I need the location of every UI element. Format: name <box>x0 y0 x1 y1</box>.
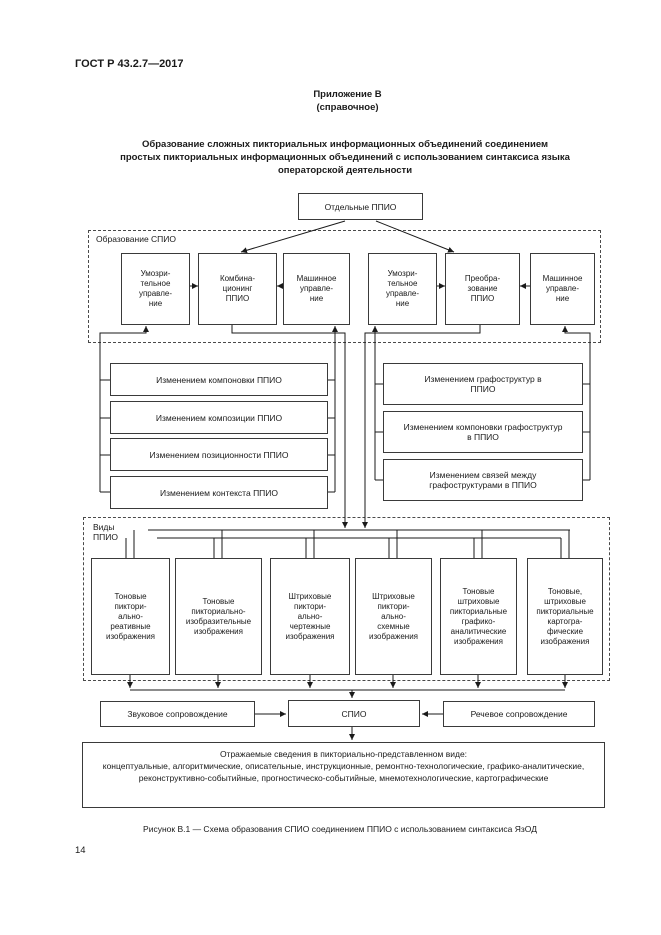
box-method-graphostructure-layout: Изменением компоновки графоструктур в ПП… <box>383 411 583 453</box>
displayed-information-heading: Отражаемые сведения в пикториально-предс… <box>219 749 468 759</box>
wire-transformation-to-types <box>362 325 481 528</box>
wire-group <box>99 220 591 740</box>
formation-group-label: Образование СПИО <box>94 234 179 244</box>
arrow-source-to-combining <box>240 220 346 254</box>
box-type-cartographic: Тоновые, штриховые пикториальные картогр… <box>527 558 603 675</box>
box-sound-accompaniment: Звуковое сопровождение <box>100 701 255 727</box>
box-type-line-drafting: Штриховые пиктори- ально- чертежные изоб… <box>270 558 350 675</box>
box-type-graph-analytic: Тоновые штриховые пикториальные графико-… <box>440 558 517 675</box>
box-transformation-ppio: Преобра- зование ППИО <box>445 253 520 325</box>
box-combining-ppio: Комбина- ционинг ППИО <box>198 253 277 325</box>
box-type-tonal-creative: Тоновые пиктори- ально- реативные изобра… <box>91 558 170 675</box>
box-method-context-ppio: Изменением контекста ППИО <box>110 476 328 509</box>
figure-caption: Рисунок В.1 — Схема образования СПИО сое… <box>143 824 537 834</box>
appendix-type: (справочное) <box>316 102 379 113</box>
displayed-information-items: концептуальные, алгоритмические, описате… <box>102 761 585 783</box>
page-number: 14 <box>75 845 86 856</box>
box-speculative-control-2: Умозри- тельное управле- ние <box>368 253 437 325</box>
types-group-frame <box>83 517 610 681</box>
standard-code: ГОСТ Р 43.2.7—2017 <box>75 58 184 70</box>
appendix-heading: Приложение В (справочное) <box>75 88 620 114</box>
box-spio: СПИО <box>288 700 420 727</box>
box-method-graphostructures: Изменением графоструктур в ППИО <box>383 363 583 405</box>
figure-title: Образование сложных пикториальных информ… <box>120 139 570 176</box>
box-machine-control-2: Машинное управле- ние <box>530 253 595 325</box>
box-displayed-information: Отражаемые сведения в пикториально-предс… <box>82 742 605 808</box>
box-method-composition-ppio: Изменением композиции ППИО <box>110 401 328 434</box>
box-type-line-schematic: Штриховые пиктори- ально- схемные изобра… <box>355 558 432 675</box>
box-type-tonal-pictorial: Тоновые пикториально- изобразительные из… <box>175 558 262 675</box>
arrow-source-to-transformation <box>375 220 455 253</box>
wire-combining-to-types <box>231 325 348 528</box>
box-method-layout-ppio: Изменением компоновки ППИО <box>110 363 328 396</box>
box-method-position-ppio: Изменением позиционности ППИО <box>110 438 328 471</box>
types-group-label: Виды ППИО <box>91 522 120 542</box>
box-speech-accompaniment: Речевое сопровождение <box>443 701 595 727</box>
box-individual-ppio: Отдельные ППИО <box>298 193 423 220</box>
bus-right <box>562 326 591 480</box>
bus-left <box>99 326 149 492</box>
box-speculative-control-1: Умозри- тельное управле- ние <box>121 253 190 325</box>
box-method-graphostructure-links: Изменением связей между графоструктурами… <box>383 459 583 501</box>
box-machine-control-1: Машинное управле- ние <box>283 253 350 325</box>
appendix-title: Приложение В <box>313 89 382 100</box>
